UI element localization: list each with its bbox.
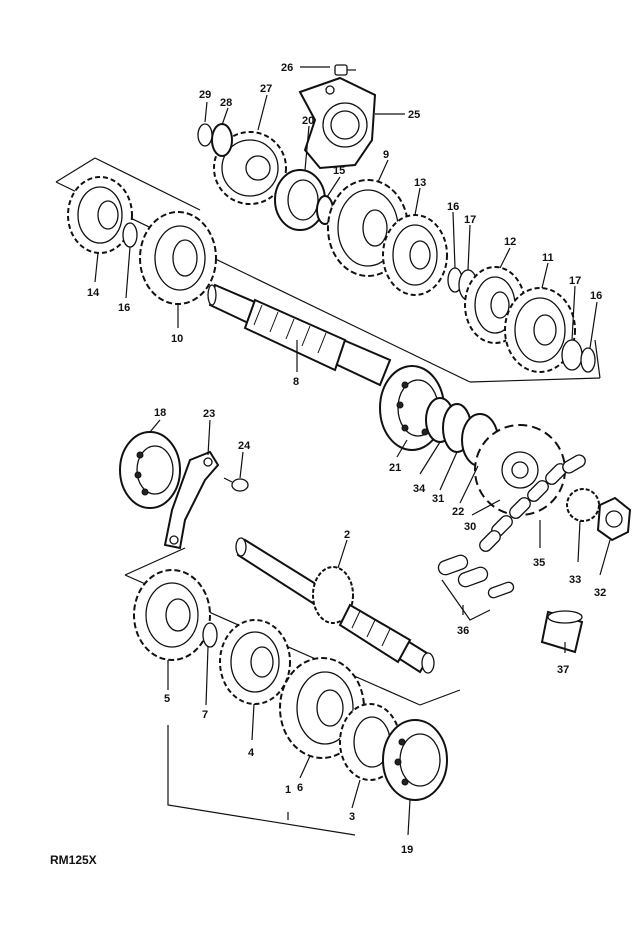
bearing-20 bbox=[274, 169, 326, 231]
label-28: 28 bbox=[220, 97, 232, 109]
label-17-a: 17 bbox=[464, 214, 476, 226]
label-37: 37 bbox=[557, 664, 569, 676]
bearing-retainer-23 bbox=[163, 450, 220, 550]
label-19: 19 bbox=[401, 844, 413, 856]
bearing-19 bbox=[382, 719, 448, 801]
washer-28 bbox=[211, 123, 233, 157]
gear-27 bbox=[213, 131, 287, 205]
label-18: 18 bbox=[154, 407, 166, 419]
retainer-screw-24 bbox=[223, 477, 249, 492]
leader-lines bbox=[94, 66, 611, 836]
label-2: 2 bbox=[344, 529, 350, 541]
label-25: 25 bbox=[408, 109, 420, 121]
label-10: 10 bbox=[171, 333, 183, 345]
label-14: 14 bbox=[87, 287, 100, 299]
drive-chain bbox=[479, 454, 586, 552]
counter-shaft bbox=[207, 283, 392, 387]
bearing-18 bbox=[119, 431, 181, 509]
chain-joint-36 bbox=[437, 554, 515, 621]
label-9: 9 bbox=[383, 149, 389, 161]
gear-10 bbox=[139, 211, 217, 305]
label-8: 8 bbox=[293, 376, 299, 388]
gear-12 bbox=[464, 266, 526, 344]
lock-washer-33 bbox=[566, 488, 600, 522]
circlip-16-c bbox=[122, 222, 138, 248]
label-23: 23 bbox=[203, 408, 215, 420]
label-1: 1 bbox=[285, 784, 291, 796]
bearing-retainer-plate bbox=[298, 76, 377, 170]
label-33: 33 bbox=[569, 574, 581, 586]
label-31: 31 bbox=[432, 493, 444, 505]
label-3: 3 bbox=[349, 811, 355, 823]
gear-13 bbox=[382, 214, 448, 296]
circlip-7 bbox=[202, 622, 218, 648]
label-29: 29 bbox=[199, 89, 211, 101]
label-35: 35 bbox=[533, 557, 545, 569]
circlip-16-b bbox=[580, 347, 596, 373]
callout-labels: 1 2 3 4 5 6 7 8 9 10 11 12 13 14 15 16 1… bbox=[87, 62, 606, 856]
washer-17-b bbox=[561, 339, 583, 371]
label-20: 20 bbox=[302, 115, 314, 127]
gear-11 bbox=[504, 287, 576, 373]
label-7: 7 bbox=[202, 709, 208, 721]
gear-14 bbox=[67, 176, 133, 254]
label-15: 15 bbox=[333, 165, 345, 177]
circlip-29 bbox=[197, 123, 213, 147]
label-11: 11 bbox=[542, 252, 554, 264]
label-12: 12 bbox=[504, 236, 516, 248]
spacer-37 bbox=[540, 610, 584, 654]
sprocket-nut-32 bbox=[596, 496, 632, 542]
gear-4 bbox=[219, 619, 291, 705]
label-30: 30 bbox=[464, 521, 476, 533]
label-5: 5 bbox=[164, 693, 170, 705]
label-4: 4 bbox=[248, 747, 255, 759]
label-32: 32 bbox=[594, 587, 606, 599]
model-code: RM125X bbox=[50, 853, 97, 867]
label-27: 27 bbox=[260, 83, 272, 95]
label-16-b: 16 bbox=[118, 302, 130, 314]
drive-shaft bbox=[235, 537, 435, 674]
label-22: 22 bbox=[452, 506, 464, 518]
gear-5 bbox=[133, 569, 211, 661]
label-24: 24 bbox=[238, 440, 251, 452]
label-13: 13 bbox=[414, 177, 426, 189]
label-17-b: 17 bbox=[569, 275, 581, 287]
label-16-a: 16 bbox=[447, 201, 459, 213]
label-6: 6 bbox=[297, 782, 303, 794]
retainer-screw bbox=[334, 64, 356, 76]
label-26: 26 bbox=[281, 62, 293, 74]
label-16-c: 16 bbox=[590, 290, 602, 302]
label-34: 34 bbox=[413, 483, 426, 495]
label-36: 36 bbox=[457, 625, 469, 637]
label-21: 21 bbox=[389, 462, 401, 474]
